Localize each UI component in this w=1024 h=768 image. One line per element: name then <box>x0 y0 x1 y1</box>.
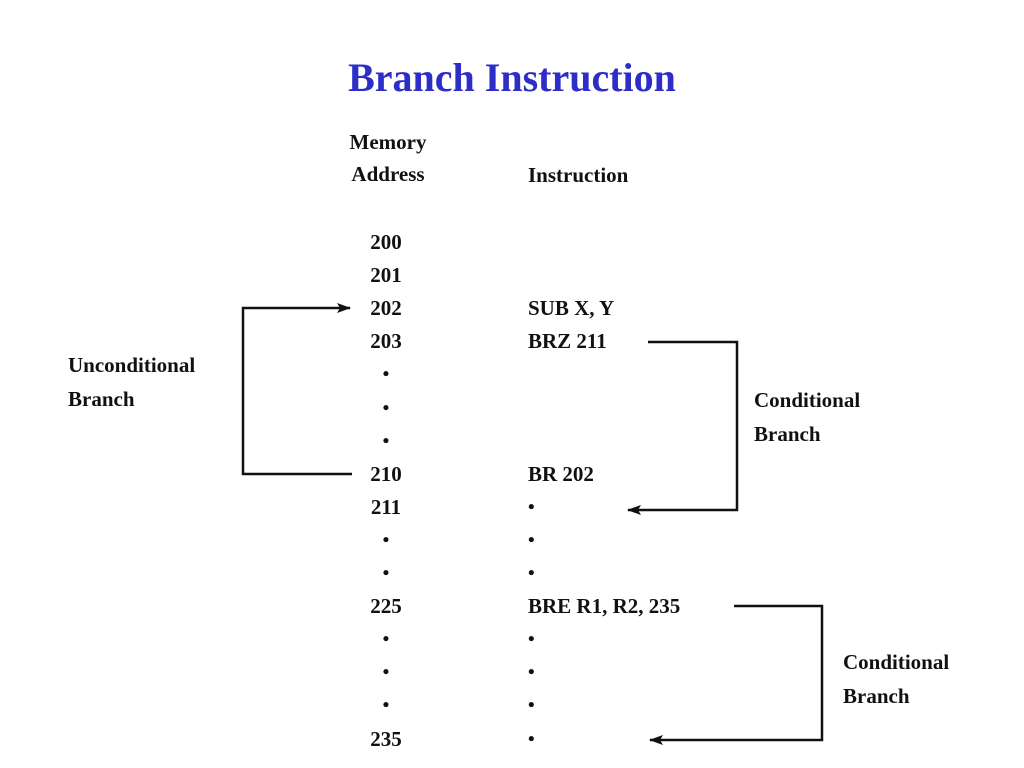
memory-address: • <box>382 529 390 551</box>
unconditional-branch-label-line-2: Branch <box>68 387 135 411</box>
slide-title: Branch Instruction <box>348 55 676 100</box>
conditional-branch-label-2: Conditional Branch <box>843 645 949 713</box>
memory-address: • <box>382 563 390 584</box>
instruction: • <box>528 728 535 750</box>
memory-address: 203 <box>370 329 402 354</box>
memory-address: • <box>382 364 390 386</box>
unconditional-branch-label: Unconditional Branch <box>68 348 195 416</box>
memory-address: • <box>382 662 390 684</box>
instruction: BRE R1, R2, 235 <box>528 594 681 619</box>
memory-address: 202 <box>370 296 402 321</box>
unconditional-branch-label-line-1: Unconditional <box>68 353 196 377</box>
conditional-branch-label-2-line-1: Conditional <box>843 650 950 674</box>
memory-address-header-line-1: Memory <box>349 130 427 154</box>
instruction: SUB X, Y <box>528 296 615 321</box>
memory-address: 210 <box>370 461 402 486</box>
instruction: • <box>528 662 535 684</box>
memory-address: • <box>382 695 390 717</box>
instruction: • <box>528 695 535 717</box>
memory-address-header: Memory Address <box>338 126 438 190</box>
instruction: BR 202 <box>528 461 594 486</box>
memory-address: • <box>382 397 390 419</box>
conditional-branch-label-1-line-2: Branch <box>754 422 821 446</box>
memory-address-header-line-2: Address <box>351 162 425 186</box>
conditional-branch-label-1: Conditional Branch <box>754 383 860 451</box>
unconditional-branch-arrow <box>241 303 352 476</box>
instruction: • <box>528 496 535 518</box>
memory-address: 200 <box>370 230 402 254</box>
memory-address: 211 <box>370 494 402 519</box>
conditional-branch-label-2-line-2: Branch <box>843 684 910 708</box>
instruction: • <box>528 629 535 651</box>
instruction: • <box>528 563 535 584</box>
memory-address: 235 <box>370 726 402 751</box>
memory-address: 225 <box>370 594 402 619</box>
conditional-branch-arrow-1 <box>627 340 739 515</box>
memory-address: • <box>382 430 390 452</box>
instruction-header: Instruction <box>528 163 629 187</box>
memory-address: 201 <box>370 263 402 288</box>
memory-address: • <box>382 629 390 651</box>
instruction: • <box>528 529 535 551</box>
conditional-branch-label-1-line-1: Conditional <box>754 388 861 412</box>
conditional-branch-arrow-2 <box>649 604 824 745</box>
instruction: BRZ 211 <box>528 329 607 354</box>
